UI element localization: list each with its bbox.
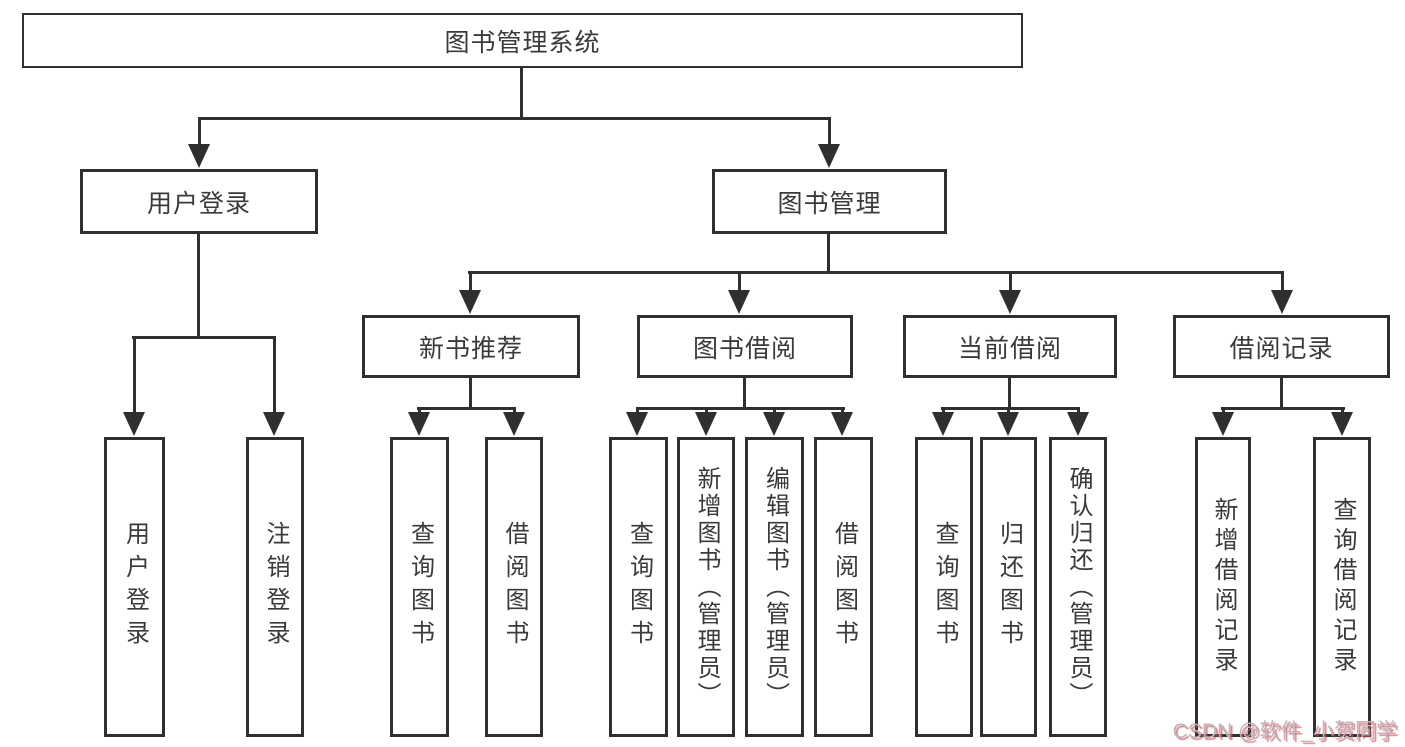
node-cb-confirm: 确认归还（管理员） bbox=[1049, 437, 1107, 737]
arrow-to-logout bbox=[263, 336, 285, 436]
arrow-to-cb-query bbox=[932, 407, 954, 436]
connector-borrow-record-stub bbox=[1280, 378, 1283, 410]
connector-borrow-record-span bbox=[1221, 407, 1345, 410]
node-bb-borrow: 借阅图书 bbox=[814, 437, 873, 737]
node-login: 用户登录 bbox=[104, 437, 165, 737]
node-bb-add: 新增图书（管理员） bbox=[677, 437, 735, 737]
csdn-watermark: CSDN @软件_小贺同学 bbox=[1172, 720, 1397, 743]
node-root: 图书管理系统 bbox=[22, 13, 1023, 68]
node-br-add: 新增借阅记录 bbox=[1195, 437, 1251, 737]
arrow-to-br-add bbox=[1212, 407, 1234, 436]
node-br-query: 查询借阅记录 bbox=[1313, 437, 1371, 737]
arrow-to-bb-borrow bbox=[831, 407, 853, 436]
arrow-to-current-borrow bbox=[999, 271, 1021, 314]
arrow-to-bb-edit bbox=[763, 407, 785, 436]
node-book-borrow: 图书借阅 bbox=[637, 315, 853, 378]
arrow-to-br-query bbox=[1331, 407, 1353, 436]
node-nb-query: 查询图书 bbox=[390, 437, 449, 737]
connector-book-mgmt-span bbox=[468, 271, 1284, 274]
node-cb-return: 归还图书 bbox=[980, 437, 1037, 737]
arrow-to-login bbox=[123, 336, 145, 436]
arrow-to-cb-confirm bbox=[1067, 407, 1089, 436]
connector-root-span bbox=[198, 117, 831, 120]
arrow-to-cb-return bbox=[997, 407, 1019, 436]
node-bb-edit: 编辑图书（管理员） bbox=[745, 437, 804, 737]
arrow-to-book-borrow bbox=[728, 271, 750, 314]
connector-root-stub bbox=[520, 68, 523, 120]
arrow-to-bb-add bbox=[695, 407, 717, 436]
node-book-mgmt: 图书管理 bbox=[712, 169, 947, 234]
arrow-to-new-book-rec bbox=[459, 271, 481, 314]
node-cb-query: 查询图书 bbox=[915, 437, 973, 737]
connector-user-login-stub bbox=[197, 234, 200, 339]
node-logout: 注销登录 bbox=[246, 437, 304, 737]
node-bb-query: 查询图书 bbox=[609, 437, 668, 737]
arrow-to-book-mgmt bbox=[818, 117, 840, 168]
node-current-borrow: 当前借阅 bbox=[903, 315, 1117, 378]
connector-book-mgmt-stub bbox=[827, 234, 830, 274]
connector-current-borrow-stub bbox=[1008, 378, 1011, 410]
node-new-book-rec: 新书推荐 bbox=[362, 315, 580, 378]
connector-current-borrow-span bbox=[941, 407, 1080, 410]
connector-new-book-rec-span bbox=[417, 407, 516, 410]
connector-book-borrow-span bbox=[636, 407, 845, 410]
connector-book-borrow-stub bbox=[743, 378, 746, 410]
connector-new-book-rec-stub bbox=[469, 378, 472, 410]
node-user-login: 用户登录 bbox=[80, 169, 318, 234]
arrow-to-borrow-record bbox=[1271, 271, 1293, 314]
arrow-to-nb-borrow bbox=[503, 407, 525, 436]
node-nb-borrow: 借阅图书 bbox=[485, 437, 543, 737]
node-borrow-record: 借阅记录 bbox=[1173, 315, 1390, 378]
arrow-to-nb-query bbox=[408, 407, 430, 436]
arrow-to-user-login bbox=[188, 117, 210, 168]
arrow-to-bb-query bbox=[626, 407, 648, 436]
connector-user-login-span bbox=[132, 336, 276, 339]
